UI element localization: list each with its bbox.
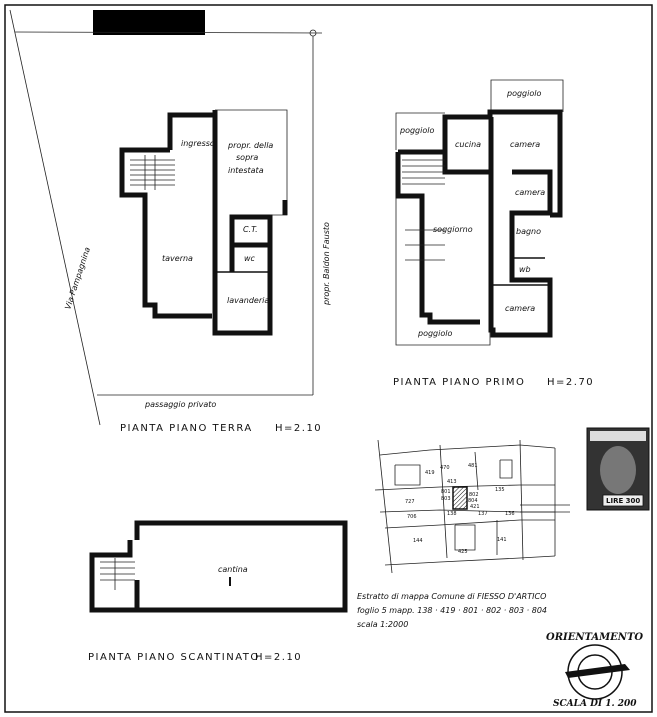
parcel-label: 706 — [407, 514, 417, 520]
sheet-border — [4, 4, 653, 713]
room-label-poggiolo-bottom: poggiolo — [417, 329, 452, 338]
map-extract-line-3: scala 1:2000 — [357, 620, 408, 629]
room-label-taverna: taverna — [162, 254, 193, 263]
ground-floor-height: H=2.10 — [275, 423, 322, 434]
room-label-lavanderia: lavanderia — [227, 296, 269, 305]
parcel-label: 481 — [468, 463, 478, 469]
room-label-wc: wc — [244, 254, 256, 263]
basement-plan: cantina PIANTA PIANO SCANTINATO H=2.10 — [88, 520, 348, 663]
first-floor-plan: poggiolo poggiolo cucina camera camera b… — [393, 79, 594, 388]
ground-stairs — [130, 155, 175, 190]
room-label-propr-1: propr. della — [227, 141, 273, 150]
stamp-value: LIRE 300 — [606, 497, 640, 505]
neighbor-label: propr. Baldon Fausto — [322, 222, 331, 306]
parcel-label: 727 — [405, 499, 415, 505]
parcel-label: 135 — [495, 487, 505, 493]
north-arrow-icon — [565, 664, 630, 678]
room-label-soggiorno: soggiorno — [433, 225, 473, 234]
cadastral-map-extract: 470 481 413 419 135 727 706 138 137 136 … — [357, 439, 570, 629]
first-floor-caption: PIANTA PIANO PRIMO — [393, 377, 525, 388]
street-boundary — [9, 9, 101, 426]
parcel-label: 413 — [447, 479, 457, 485]
basement-caption: PIANTA PIANO SCANTINATO — [88, 652, 260, 663]
basement-height: H=2.10 — [255, 652, 302, 663]
parcel-label: 421 — [470, 504, 480, 510]
basement-stairs — [100, 558, 135, 590]
room-label-ct: C.T. — [243, 225, 258, 234]
parcel-label: 801 — [441, 489, 451, 495]
first-floor-stairs — [402, 159, 445, 261]
parcel-label: 804 — [468, 498, 478, 504]
parcel-label: 803 — [441, 496, 451, 502]
first-floor-height: H=2.70 — [547, 377, 594, 388]
parcel-label: 802 — [469, 492, 479, 498]
parcel-label: 425 — [458, 549, 468, 555]
room-label-cucina: cucina — [455, 140, 481, 149]
ground-floor-caption: PIANTA PIANO TERRA — [120, 423, 253, 434]
parcel-label: 470 — [440, 465, 450, 471]
room-label-propr-3: intestata — [228, 166, 264, 175]
passage-label: passaggio privato — [144, 400, 216, 409]
room-label-wb: wb — [519, 265, 531, 274]
parcel-label: 144 — [413, 538, 423, 544]
subject-parcel — [452, 486, 468, 510]
room-label-cantina: cantina — [218, 565, 248, 574]
room-label-camera-2: camera — [515, 188, 545, 197]
room-label-propr-2: sopra — [236, 153, 258, 162]
parcel-label: 136 — [505, 511, 515, 517]
parcel-label: 137 — [478, 511, 488, 517]
map-extract-line-1: Estratto di mappa Comune di FIESSO D'ART… — [357, 592, 546, 601]
revenue-stamp: LIRE 300 — [586, 427, 650, 511]
orientation-label: ORIENTAMENTO — [546, 632, 643, 643]
room-label-poggiolo-left: poggiolo — [399, 126, 434, 135]
room-label-camera-1: camera — [510, 140, 540, 149]
room-label-bagno: bagno — [516, 227, 541, 236]
parcel-label: 419 — [425, 470, 435, 476]
room-label-poggiolo-top: poggiolo — [506, 89, 541, 98]
scale-label: SCALA DI 1. 200 — [553, 699, 637, 709]
room-label-camera-3: camera — [505, 304, 535, 313]
parcel-label: 138 — [447, 511, 457, 517]
lot-boundary-top — [14, 31, 323, 34]
redaction-box — [93, 10, 205, 35]
room-label-ingresso: ingresso — [181, 139, 215, 148]
parcel-label: 141 — [497, 537, 507, 543]
map-extract-line-2: foglio 5 mapp. 138 · 419 · 801 · 802 · 8… — [357, 606, 547, 615]
orientation-compass: ORIENTAMENTO SCALA DI 1. 200 — [546, 632, 643, 709]
